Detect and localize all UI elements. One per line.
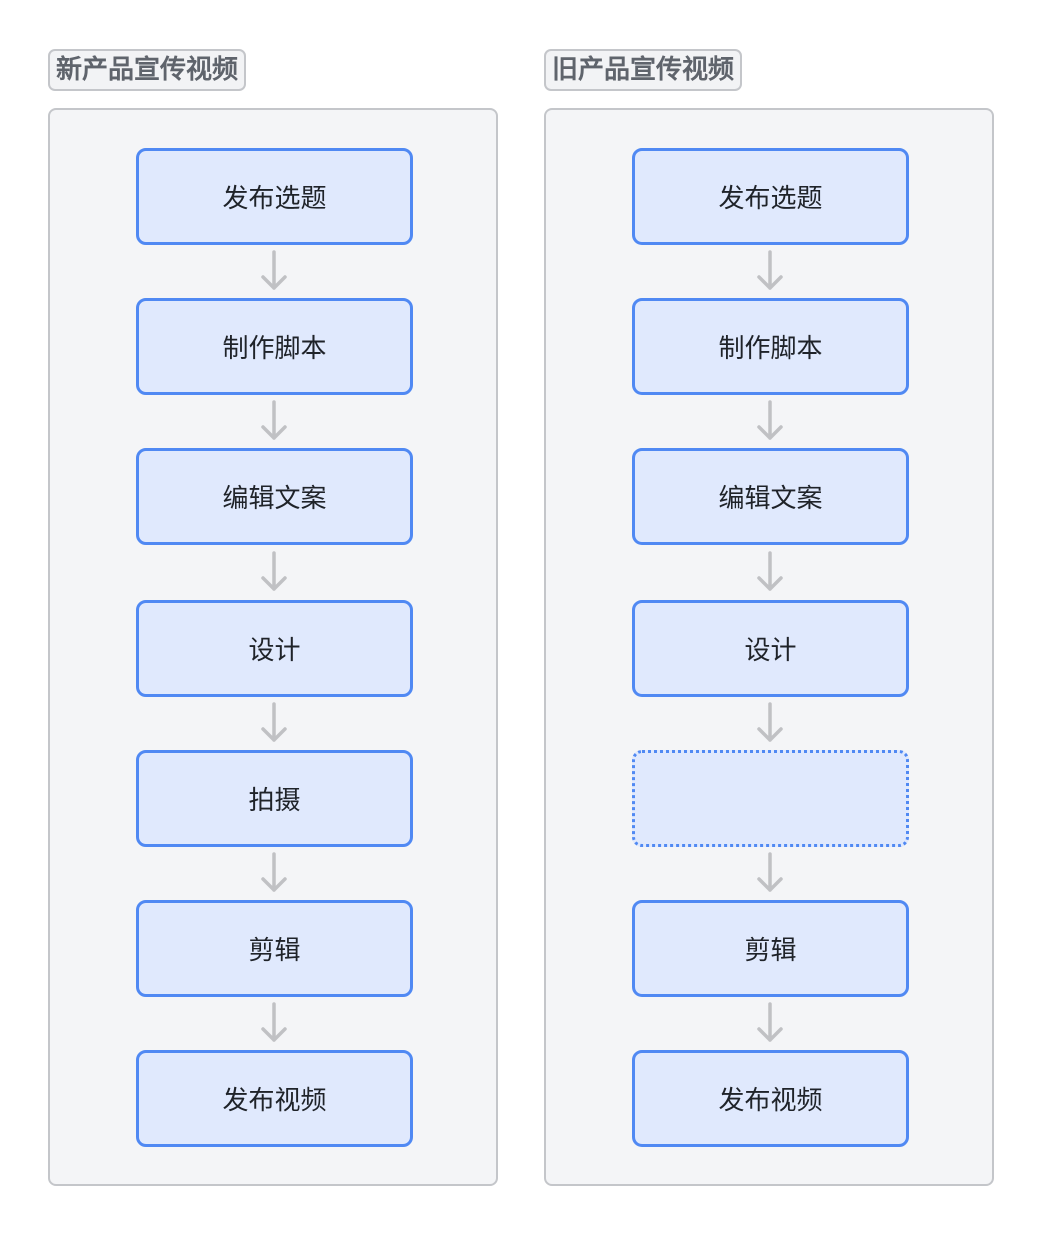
arrow-down-icon <box>755 551 785 593</box>
step-publish-topic[interactable]: 发布选题 <box>632 148 909 245</box>
flow-panel-new-product: 发布选题 制作脚本 编辑文案 设计 拍摄 剪辑 发布视频 <box>48 108 498 1186</box>
step-edit-video[interactable]: 剪辑 <box>632 900 909 997</box>
step-edit-video[interactable]: 剪辑 <box>136 900 413 997</box>
step-design[interactable]: 设计 <box>136 600 413 697</box>
arrow-down-icon <box>259 400 289 442</box>
step-edit-copy[interactable]: 编辑文案 <box>136 448 413 545</box>
step-design[interactable]: 设计 <box>632 600 909 697</box>
step-publish-topic[interactable]: 发布选题 <box>136 148 413 245</box>
flow-title-old-product: 旧产品宣传视频 <box>544 49 743 91</box>
step-edit-copy[interactable]: 编辑文案 <box>632 448 909 545</box>
arrow-down-icon <box>755 702 785 744</box>
arrow-down-icon <box>259 702 289 744</box>
step-placeholder-empty[interactable] <box>632 750 909 847</box>
step-shoot[interactable]: 拍摄 <box>136 750 413 847</box>
flow-title-new-product: 新产品宣传视频 <box>48 49 247 91</box>
arrow-down-icon <box>755 250 785 292</box>
step-write-script[interactable]: 制作脚本 <box>632 298 909 395</box>
arrow-down-icon <box>259 1002 289 1044</box>
arrow-down-icon <box>755 852 785 894</box>
step-publish-video[interactable]: 发布视频 <box>136 1050 413 1147</box>
step-write-script[interactable]: 制作脚本 <box>136 298 413 395</box>
arrow-down-icon <box>259 551 289 593</box>
arrow-down-icon <box>755 400 785 442</box>
arrow-down-icon <box>259 250 289 292</box>
arrow-down-icon <box>259 852 289 894</box>
arrow-down-icon <box>755 1002 785 1044</box>
step-publish-video[interactable]: 发布视频 <box>632 1050 909 1147</box>
flow-panel-old-product: 发布选题 制作脚本 编辑文案 设计 剪辑 发布视频 <box>544 108 994 1186</box>
